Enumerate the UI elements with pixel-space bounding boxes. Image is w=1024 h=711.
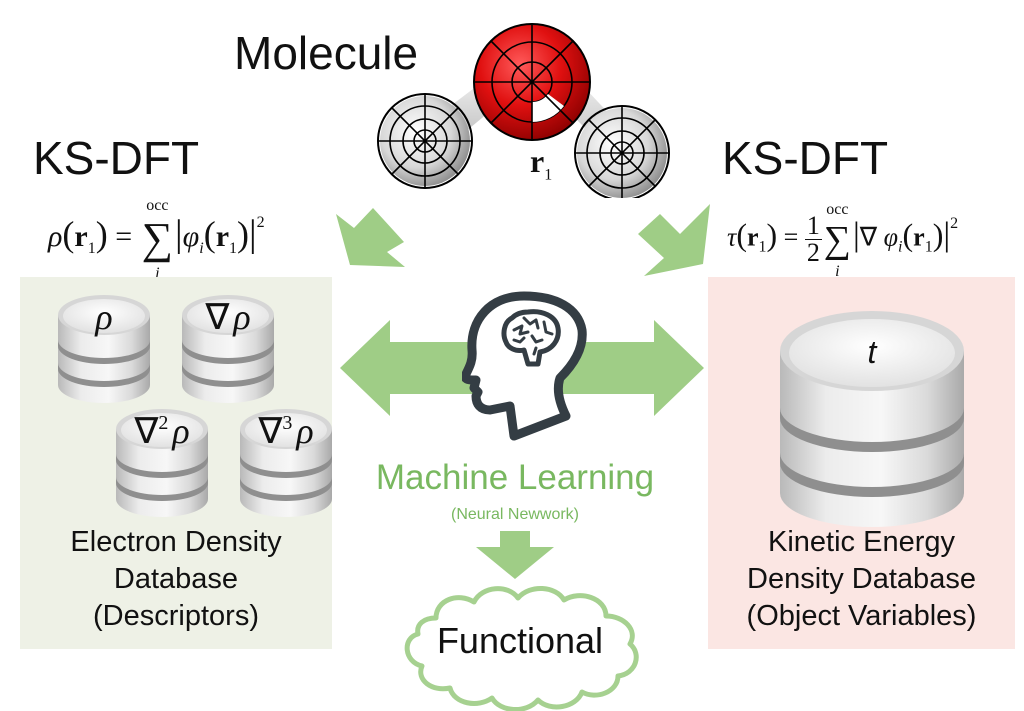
order-superscript: 2: [158, 412, 168, 434]
arrow-down-left-icon: [336, 208, 405, 267]
gradient-symbol: ∇: [859, 222, 878, 252]
brain-icon: [501, 309, 561, 367]
cylinder-t-label: t: [868, 334, 878, 370]
kinetic-energy-label-2: Density Database: [747, 563, 976, 595]
summation: occ∑i: [823, 201, 851, 280]
object-variable-cylinder: t: [780, 311, 964, 527]
machine-learning-title: Machine Learning: [375, 458, 655, 497]
electron-density-label-3: (Descriptors): [93, 600, 259, 632]
formula-power: 2: [950, 214, 959, 232]
hydrogen-atom-right: [574, 105, 670, 198]
hydrogen-atom-left: [377, 93, 473, 189]
sum-upper: occ: [146, 197, 169, 215]
oxygen-atom: [473, 23, 591, 141]
bond-vector-r: r: [530, 143, 545, 179]
rho-symbol: ρ: [48, 220, 63, 253]
kinetic-energy-density-database-panel: t Kinetic Energy Density Database (Objec…: [708, 277, 1015, 649]
rho-symbol: ρ: [295, 411, 313, 451]
orbital-sub: i: [898, 238, 903, 256]
bond-vector-label: r1: [530, 143, 552, 184]
electron-density-label-2: Database: [113, 563, 239, 595]
rho-symbol: ρ: [171, 411, 189, 451]
left-method-title: KS-DFT: [33, 132, 200, 184]
bond-vector-sub: 1: [544, 166, 553, 184]
electron-density-formula: ρ(r1) = occ∑i|φi(r1)|2: [48, 197, 265, 283]
functional-output-label: Functional: [436, 620, 604, 661]
formula-arg-sub-2: 1: [924, 238, 933, 256]
formula-arg-sub-2: 1: [229, 240, 238, 257]
nabla-operator: ∇: [133, 411, 159, 451]
formula-arg: r: [746, 222, 759, 252]
formula-arg: r: [74, 220, 88, 253]
cylinder-grad-rho: ∇ρ: [182, 295, 274, 403]
cylinder-rho-label: ρ: [94, 297, 112, 337]
sum-symbol: ∑: [141, 214, 174, 264]
kinetic-energy-label-1: Kinetic Energy: [768, 526, 955, 558]
molecule-title: Molecule: [234, 27, 419, 79]
orbital-symbol: φ: [182, 220, 200, 253]
frac-num: 1: [804, 211, 822, 240]
kinetic-energy-label-3: (Object Variables): [746, 600, 977, 632]
cylinder-grad-rho-label: ∇ρ: [204, 297, 250, 337]
sum-upper: occ: [826, 200, 849, 218]
sum-lower: i: [155, 265, 160, 283]
arrow-down-right-icon: [638, 204, 710, 276]
head-brain-icon: [462, 291, 587, 441]
tau-symbol: τ: [727, 222, 737, 252]
cylinder-rho: ρ: [58, 295, 150, 403]
cloud-shape: [404, 586, 639, 711]
formula-arg-sub: 1: [758, 238, 767, 256]
arrow-down-icon: [476, 531, 554, 579]
rho-symbol: ρ: [232, 297, 250, 337]
orbital-symbol: φ: [883, 222, 899, 252]
nabla-operator: ∇: [204, 297, 230, 337]
neural-network-subtitle: (Neural Newwork): [450, 506, 580, 523]
right-method-title: KS-DFT: [722, 132, 889, 184]
sum-symbol: ∑: [823, 218, 851, 261]
orbital-sub: i: [199, 240, 204, 257]
electron-density-label-1: Electron Density: [70, 526, 282, 558]
formula-power: 2: [256, 214, 265, 231]
order-superscript: 3: [282, 412, 292, 434]
summation: occ∑i: [141, 197, 174, 282]
cylinder-t: t: [780, 311, 964, 527]
water-molecule-icon: [377, 23, 670, 198]
nabla-operator: ∇: [257, 411, 283, 451]
sum-lower: i: [835, 262, 840, 280]
formula-arg-2: r: [215, 220, 230, 253]
formula-arg-sub: 1: [87, 240, 96, 257]
formula-arg-2: r: [913, 222, 925, 252]
frac-den: 2: [806, 238, 820, 267]
